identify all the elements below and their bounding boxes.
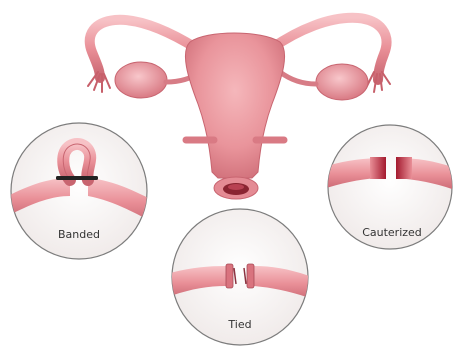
right-ovary — [316, 64, 368, 100]
label-tied: Tied — [227, 318, 251, 331]
banded-panel: Banded — [0, 123, 160, 259]
left-ovary — [115, 62, 167, 98]
cauterized-end-left — [370, 157, 386, 179]
label-banded: Banded — [58, 228, 100, 241]
uterus-body — [185, 33, 284, 178]
label-cauterized: Cauterized — [362, 226, 422, 239]
cauterized-panel: Cauterized — [320, 125, 460, 249]
tied-panel: Tied — [160, 209, 320, 345]
tubal-band — [56, 176, 98, 180]
cauterized-end-right — [396, 157, 412, 179]
